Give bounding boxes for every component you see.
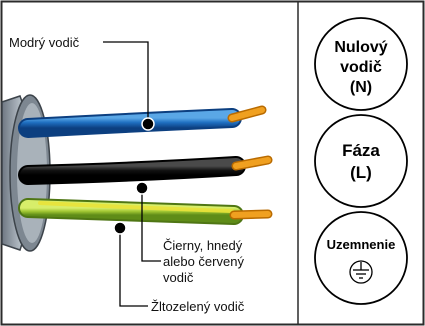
blue-leader-line xyxy=(103,41,149,124)
green-yellow-wire-label: Žltozelený vodič xyxy=(151,299,245,314)
blue-wire-dot xyxy=(141,117,155,131)
black-wire xyxy=(18,155,273,185)
neutral-terminal: Nulový vodič (N) xyxy=(314,17,408,111)
blue-wire-label: Modrý vodič xyxy=(9,35,80,50)
green-wire-dot xyxy=(113,221,127,235)
ground-icon xyxy=(349,260,373,284)
black-wire-dot xyxy=(135,181,149,195)
neutral-label-line3: (N) xyxy=(350,79,372,96)
leader-lines xyxy=(103,41,161,307)
black-wire-label-line3: vodič xyxy=(163,270,194,285)
green-leader-line xyxy=(119,228,148,307)
earth-terminal: Uzemnenie xyxy=(314,211,408,305)
neutral-label-line1: Nulový xyxy=(334,39,387,56)
green-yellow-wire xyxy=(18,198,273,225)
black-wire-label-line2: alebo červený xyxy=(163,254,244,269)
black-wire-label-line1: Čierny, hnedý xyxy=(163,238,243,253)
neutral-label-line2: vodič xyxy=(340,59,382,76)
phase-terminal: Fáza (L) xyxy=(314,114,408,208)
phase-label-line2: (L) xyxy=(350,163,372,182)
black-leader-line xyxy=(141,188,161,262)
blue-wire xyxy=(18,105,267,138)
earth-label: Uzemnenie xyxy=(327,237,396,252)
phase-label-line1: Fáza xyxy=(342,141,380,160)
